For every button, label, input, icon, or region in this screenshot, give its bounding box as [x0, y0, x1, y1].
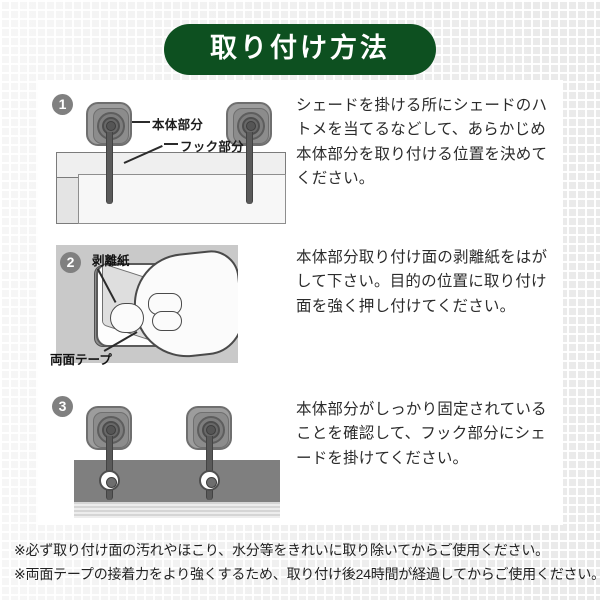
callout-leader-hook-part-2: [164, 143, 178, 145]
step-row-2: 2 剥離紙 両面テープ 本体部分取り付け面の剥離紙をはがして下さい。目的の位置に…: [38, 232, 563, 380]
hook-stem: [106, 436, 113, 500]
callout-label-body-part: 本体部分: [152, 118, 204, 132]
step-divider-1: [38, 228, 563, 230]
step-2-description: 本体部分取り付け面の剥離紙をはがして下さい。目的の位置に取り付け面を強く押し付け…: [296, 249, 548, 315]
callout-label-hook-part: フック部分: [180, 140, 245, 154]
hook-stem: [246, 132, 253, 204]
finger-2: [152, 311, 182, 331]
shade-striped-band: [74, 502, 280, 518]
step-number-badge-3: 3: [52, 396, 73, 417]
hook-stem: [206, 436, 213, 500]
step-2-illustration: 2 剥離紙 両面テープ: [38, 232, 286, 380]
hook-ring-inner: [106, 121, 116, 131]
step-1-illustration: 1: [38, 80, 286, 228]
page-title: 取り付け方法: [164, 24, 436, 76]
step-number-badge-1: 1: [52, 94, 73, 115]
instructions-panel: 1: [38, 80, 563, 525]
step-divider-2: [38, 380, 563, 382]
callout-label-double-sided-tape: 両面テープ: [50, 353, 112, 367]
thumb: [110, 303, 144, 333]
step-3-illustration: 3: [38, 384, 286, 529]
hook-ring-inner: [246, 121, 256, 131]
footnotes: ※必ず取り付け面の汚れやほこり、水分等をきれいに取り除いてからご使用ください。 …: [14, 538, 600, 586]
page-header: 取り付け方法: [0, 24, 600, 76]
hook-ring-inner: [106, 425, 116, 435]
step-3-description: 本体部分がしっかり固定されていることを確認して、フック部分にシェードを掛けてくだ…: [296, 401, 547, 467]
grommet-hole: [106, 477, 117, 488]
step-2-art-frame: [56, 245, 238, 363]
footnote-2: ※両面テープの接着力をより強くするため、取り付け後24時間が経過してからご使用く…: [14, 566, 600, 583]
callout-label-release-paper: 剥離紙: [92, 254, 130, 268]
shade-grommet-left: [99, 470, 120, 491]
hook-ring-inner: [206, 425, 216, 435]
hook-base-plate: [86, 102, 132, 146]
grommet-hole: [206, 477, 217, 488]
step-number-badge-2: 2: [60, 252, 81, 273]
step-row-3: 3: [38, 384, 563, 529]
step-1-description: シェードを掛ける所にシェードのハトメを当てるなどして、あらかじめ本体部分を取り付…: [296, 97, 548, 188]
shade-grommet-right: [199, 470, 220, 491]
footnote-1: ※必ず取り付け面の汚れやほこり、水分等をきれいに取り除いてからご使用ください。: [14, 542, 549, 558]
callout-leader-body-part: [132, 121, 150, 123]
hook-stem: [106, 132, 113, 204]
step-row-1: 1: [38, 80, 563, 228]
